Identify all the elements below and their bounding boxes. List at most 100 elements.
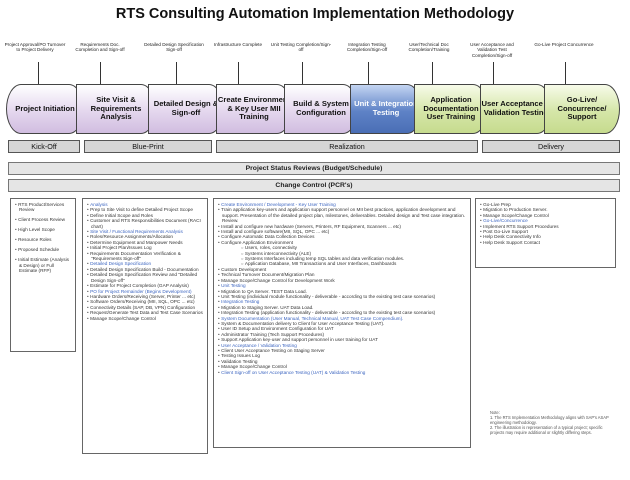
col2-item: Site Visit / Functional Requirements Ana… [86, 229, 204, 234]
col3-item: Configure Application Environment [217, 240, 467, 245]
milestone-label: Integration Testing Completion/Sign-off [346, 42, 388, 53]
milestone-connector [493, 62, 494, 84]
milestone-connector [432, 62, 433, 84]
col3-item: Testing Issues Log [217, 353, 467, 358]
col2-item: Analysis [86, 202, 204, 207]
phase-build-configuration: Build & System Configuration [284, 84, 358, 134]
col4-item: Post Go-Live Support [479, 229, 612, 234]
col2-item: Requirements Documentation Verification … [86, 251, 204, 262]
kickoff-list: RTS Product/Services ReviewClient Proces… [11, 199, 75, 280]
page-title: RTS Consulting Automation Implementation… [115, 6, 515, 22]
milestone-connector [565, 62, 566, 84]
stage-row: Kick-Off Blue-Print Realization Delivery [8, 140, 620, 153]
milestone-label: Go-Live Project Concurrence [534, 42, 594, 47]
kickoff-panel: RTS Product/Services ReviewClient Proces… [10, 198, 76, 352]
footnote: Note: 1. The RTS Implementation Methodol… [490, 410, 618, 436]
milestone-label: Requirements Doc. Completion and Sign-of… [75, 42, 125, 53]
col2-item: Connectivity Details (SAP, DB, VPN) Conf… [86, 305, 204, 310]
col2-item: Prep to Site Visit to define Detailed Pr… [86, 207, 204, 212]
col2-item: Software Orders/Receiving (MII, SQL, OPC… [86, 299, 204, 304]
col2-item: Request/Generate Test Data and Test Case… [86, 310, 204, 315]
milestone-label: Unit Testing Completion/Sign-off [270, 42, 332, 53]
blueprint-panel: AnalysisPrep to Site Visit to define Det… [82, 198, 208, 454]
col1-item: High Level Scope [14, 227, 72, 232]
milestone-label: User/Technical Doc Completion/Training [408, 42, 450, 53]
col3-item: Users, roles, connectivity [217, 245, 467, 250]
col3-item: Configure Automatic Data Collection Devi… [217, 234, 467, 239]
col3-item: Systems Interfaces including temp SQL ta… [217, 256, 467, 261]
milestone-connector [100, 62, 101, 84]
col3-item: Unit Testing (individual module function… [217, 294, 467, 299]
col2-item: Initial Project Plan/Issues Log [86, 245, 204, 250]
col1-item: Resource Roles [14, 237, 72, 242]
change-control-bar: Change Control (PCR's) [8, 179, 620, 192]
phase-user-acceptance: User Acceptance & Validation Testing [480, 84, 552, 134]
col3-item: User Acceptance / Validation Testing [217, 343, 467, 348]
stage-blue-print: Blue-Print [84, 140, 212, 153]
col3-item: User ID Setup and Environment Configurat… [217, 326, 467, 331]
col2-item: Determine Equipment and Manpower Needs [86, 240, 204, 245]
col4-item: Implement RTS Support Procedures [479, 224, 612, 229]
col3-item: Create Environment / Development - Key U… [217, 202, 467, 207]
col4-item: Help Desk Support Contact [479, 240, 612, 245]
col3-item: Migration to Staging Server. UAT Data Lo… [217, 305, 467, 310]
col4-item: Manage Scope/Change Control [479, 213, 612, 218]
milestone-connector [38, 62, 39, 84]
phase-site-visit: Site Visit & Requirements Analysis [76, 84, 156, 134]
milestone-connector [302, 62, 303, 84]
col4-item: Go-Live/Concurrence [479, 218, 612, 223]
col2-item: Detailed Design Specification Build - Do… [86, 267, 204, 272]
realization-list: Create Environment / Development - Key U… [214, 199, 470, 377]
phase-project-initiation: Project Initiation [6, 84, 84, 134]
milestone-label: Detailed Design Specification Sign-off [144, 42, 204, 53]
col2-item: Estimate for Project Completion (GAP Ana… [86, 283, 204, 288]
col2-item: Define Initial Scope and Roles [86, 213, 204, 218]
col3-item: Administrator Training (Tech Support Pro… [217, 332, 467, 337]
col3-item: Train application key-users and applicat… [217, 207, 467, 223]
col2-item: Customer and RTS Responsibilities Docume… [86, 218, 204, 229]
col4-item: Migration to Production Server. [479, 207, 612, 212]
milestone-label: User Acceptance and Validation Test Comp… [470, 42, 514, 58]
milestone-label: Project Approval/PO Turnover to Project … [4, 42, 66, 53]
col3-item: Systems interconnectivity (ALE) [217, 251, 467, 256]
col3-item: Custom Development [217, 267, 467, 272]
col3-item: Manage Scope/Change Control [217, 364, 467, 369]
col3-item: Install and configure software(MII, SQL,… [217, 229, 467, 234]
col2-item: Roles/Resource Assignments/Allocation [86, 234, 204, 239]
phase-create-environment: Create Environment & Key User MII Traini… [216, 84, 292, 134]
delivery-panel: Go-Live PrepMigration to Production Serv… [475, 198, 616, 268]
col1-item: Proposed Schedule [14, 247, 72, 252]
status-review-bar: Project Status Reviews (Budget/Schedule) [8, 162, 620, 175]
stage-delivery: Delivery [482, 140, 620, 153]
col1-item: RTS Product/Services Review [14, 202, 72, 213]
col4-item: Help Desk Connectivity Info [479, 234, 612, 239]
footnote-heading: Note: [490, 410, 500, 415]
col3-item: Install and configure new hardware (Serv… [217, 224, 467, 229]
col3-item: Support Application key-user and support… [217, 337, 467, 342]
milestone-connector [238, 62, 239, 84]
footnote-item: 2. The illustration is representation of… [490, 424, 603, 435]
milestone-connector [176, 62, 177, 84]
col3-item: System Documentation (User Manual, Techn… [217, 316, 467, 321]
stage-kick-off: Kick-Off [8, 140, 80, 153]
col3-item: Validation Testing [217, 359, 467, 364]
col3-item: Client Sign-off on User Acceptance Testi… [217, 370, 467, 375]
phase-go-live: Go-Live/ Concurrence/ Support [544, 84, 620, 134]
col3-item: Integration Testing [217, 299, 467, 304]
phase-documentation-training: Application Documentation User Training [414, 84, 488, 134]
col2-item: Detailed Design Specification [86, 261, 204, 266]
col3-item: Technical Turnover Document/Migration Pl… [217, 272, 467, 277]
col3-item: System & Documentation delivery to Clien… [217, 321, 467, 326]
col4-item: Go-Live Prep [479, 202, 612, 207]
col1-item: Client Process Review [14, 217, 72, 222]
col2-item: Manage Scope/Change Control [86, 316, 204, 321]
phase-pipeline: Project Initiation Site Visit & Requirem… [6, 84, 620, 134]
footnote-item: 1. The RTS Implementation Methodology al… [490, 414, 609, 425]
col1-item: Initial Estimate (Analysis & Design) or … [14, 257, 72, 273]
col3-item: Manage Scope/Change Control for Developm… [217, 278, 467, 283]
col2-item: PO for Project Remainder (Begins Develop… [86, 289, 204, 294]
phase-unit-integration-testing: Unit & Integration Testing [350, 84, 422, 134]
col3-item: Unit Testing [217, 283, 467, 288]
col2-item: Detailed Design Specification Review and… [86, 272, 204, 283]
col3-item: Application Database, MII Transactions a… [217, 261, 467, 266]
